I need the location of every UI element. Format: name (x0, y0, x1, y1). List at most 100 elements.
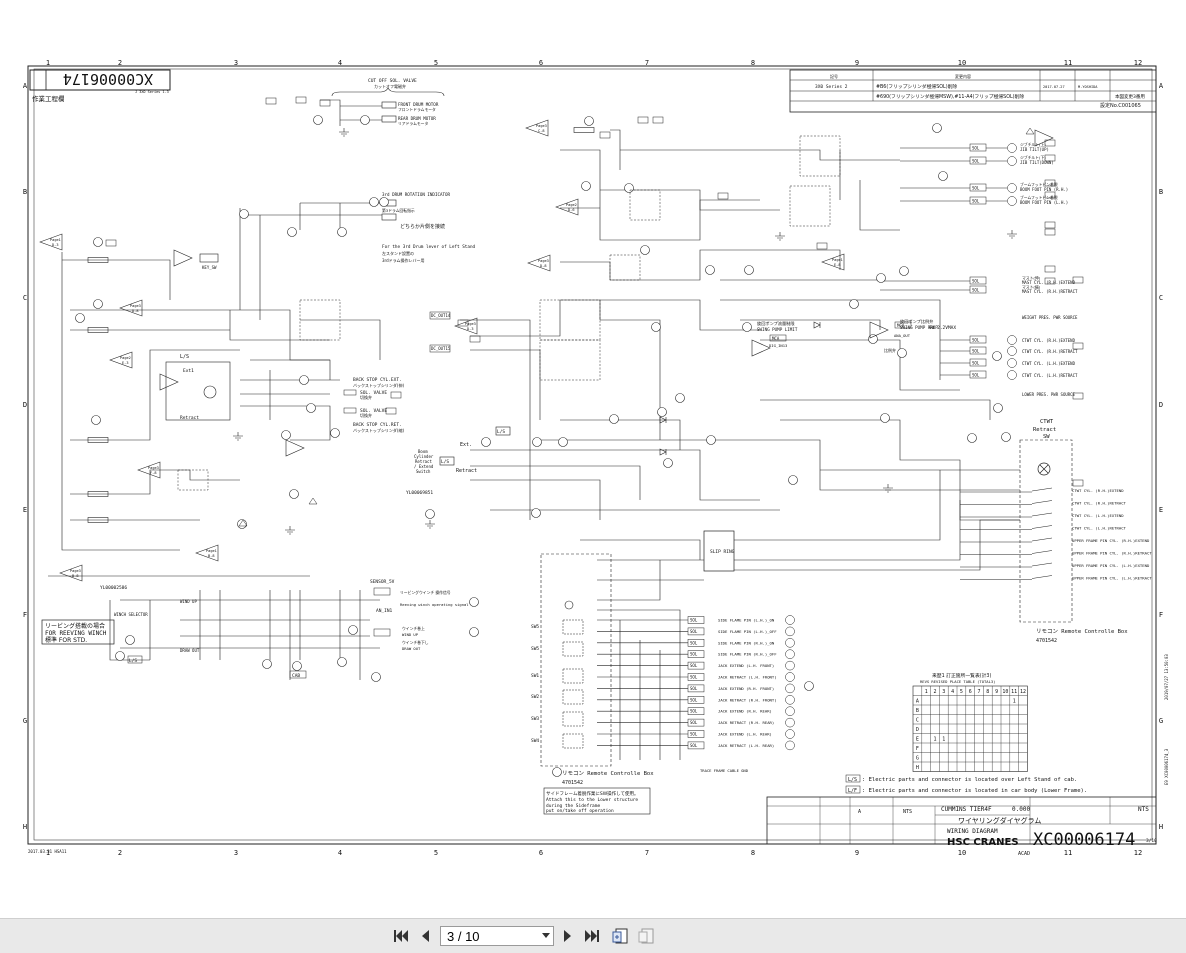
terminal-tag (816, 242, 828, 250)
chevron-down-icon[interactable] (539, 933, 553, 939)
connector-circle (880, 413, 890, 423)
next-page-icon[interactable] (558, 926, 578, 946)
row-letter-left: B (23, 188, 27, 196)
previous-page-icon[interactable] (415, 926, 435, 946)
side-sol-label: JACK EXTEND (L.H. REAR) (718, 732, 772, 737)
fit-page-icon[interactable] (610, 926, 630, 946)
page-ref-arrow (454, 317, 478, 335)
ctwt-sw-title: CTWT (1040, 419, 1054, 425)
connector-circle (706, 435, 716, 445)
sol-label: BOOM FOOT PIN (R.H.) (1020, 187, 1068, 192)
page-ref-cell: E-3 (122, 361, 129, 365)
rev-col: 6 (969, 689, 972, 695)
ground-icon (339, 128, 349, 137)
connector-circle (1007, 156, 1017, 166)
ctwt-switch-label: UPPER FRAME PIN CYL. (L.H.)RETRACT (1072, 576, 1152, 581)
side-sol-label: SIDE FLAME PIN (R.H.)_OFF (718, 652, 777, 657)
page-selector[interactable]: 3 / 10 (440, 926, 554, 946)
sol-tag: SOL (690, 743, 698, 748)
connector-circle (237, 519, 247, 529)
side-sol-label: JACK EXTEND (R.H. FRONT) (718, 686, 774, 691)
tb-company: HSC CRANES (947, 837, 1019, 848)
first-page-icon[interactable] (391, 926, 411, 946)
column-number-bottom: 2 (118, 849, 122, 857)
remote-box-bottom: リモコン Remote Controlle Box (562, 770, 654, 777)
page-indicator: 3 / 10 (447, 928, 480, 944)
third-drum-note-2: 左スタンド設置の (382, 250, 414, 256)
amplifier (1034, 129, 1054, 147)
connector-circle (91, 415, 101, 425)
connector-circle (744, 265, 754, 275)
top-left-label: 作業工程欄 (32, 94, 65, 103)
amplifier (751, 339, 771, 357)
last-page-icon[interactable] (582, 926, 602, 946)
side-sol-label: JACK RETRACT (R.H. REAR) (718, 720, 774, 725)
back-stop-sol-valve-1-jp: 切換弁 (360, 394, 372, 400)
relay-box (609, 254, 641, 281)
mast-label-jp: マスト(縮) (1022, 285, 1041, 290)
row-letter-right: D (1159, 401, 1163, 409)
cut-off-title: CUT OFF SOL. VALVE (368, 78, 417, 84)
sol-tag: SOL (690, 709, 698, 714)
column-number-bottom: 1 (46, 849, 50, 857)
page-ref-page: Page2 (120, 356, 131, 360)
sol-label-jp: ジブチルト(上) (1020, 142, 1046, 147)
connector-circle (360, 115, 370, 125)
page-ref-arrow (527, 254, 551, 272)
sol-label-jp: ブームフットピン着脱 (1020, 182, 1058, 187)
column-number-bottom: 4 (338, 849, 342, 857)
dig-in-13: DIG_IN13 (769, 343, 787, 348)
column-number-bottom: 5 (434, 849, 438, 857)
connector-circle (581, 181, 591, 191)
ana-out: ANA_OUT (894, 333, 911, 338)
fuse (87, 437, 109, 443)
column-number-bottom: 7 (645, 849, 649, 857)
connector-circle (262, 659, 272, 669)
wiring-components (75, 96, 1084, 777)
connector-circle (675, 393, 685, 403)
connector-circle (115, 651, 125, 661)
sol-box (969, 183, 987, 192)
ctwt-switch-label: CTWT CYL. (R.H.)EXTEND (1072, 488, 1124, 493)
connector-circle (292, 661, 302, 671)
sol-tag: SOL (972, 349, 980, 354)
third-drum-note-1: For the 3rd Drum lever of Left Stand (382, 244, 476, 250)
rev-setting-no: 設定No.C001065 (1100, 102, 1141, 109)
rev-col: 1 (925, 689, 928, 695)
legend-ls: : Electric parts and connector is locate… (862, 777, 1077, 783)
column-number-top: 3 (234, 59, 238, 67)
mast-label-jp: マスト(伸) (1022, 276, 1041, 281)
swing-pump-limit: SWING PUMP LIMIT (757, 327, 798, 332)
ctwt-switch-label: CTWT CYL. (L.H.)RETRACT (1072, 526, 1127, 531)
page-ref-page: Page3 (465, 322, 476, 326)
rev-row-note: 本図変更3番用 (1115, 93, 1145, 100)
winch-out: DRAW OUT (402, 646, 421, 651)
page-toggle-icon[interactable] (636, 926, 656, 946)
connector-circle (849, 299, 859, 309)
rev-col: 10 (1002, 689, 1008, 695)
connector-circle (899, 266, 909, 276)
sol-label: JIB TILT(DOWN) (1020, 160, 1054, 165)
connector-circle (785, 672, 795, 682)
connector-circle (93, 299, 103, 309)
row-letter-right: F (1159, 611, 1163, 619)
connector-circle (651, 322, 661, 332)
rev-header-symbol: 記号 (830, 73, 838, 79)
sol-box (969, 276, 987, 285)
relay-box (799, 135, 841, 177)
page-ref-cell: B-8 (72, 574, 79, 578)
back-stop-group: BACK STOP CYL.EXT. バックストップシリンダ(伸) SOL. V… (343, 377, 404, 433)
back-stop-ret: BACK STOP CYL.RET. (353, 422, 402, 428)
rev-col: 7 (977, 689, 980, 695)
note-line-4: put on/take off operation (546, 808, 614, 814)
row-letter-left: C (23, 294, 27, 302)
dc-out-15: DC_OUT15 (431, 346, 451, 351)
page-ref-arrow (39, 233, 63, 251)
warning-icon (238, 519, 248, 527)
swing-sol-jp: 比例弁 (884, 347, 896, 353)
